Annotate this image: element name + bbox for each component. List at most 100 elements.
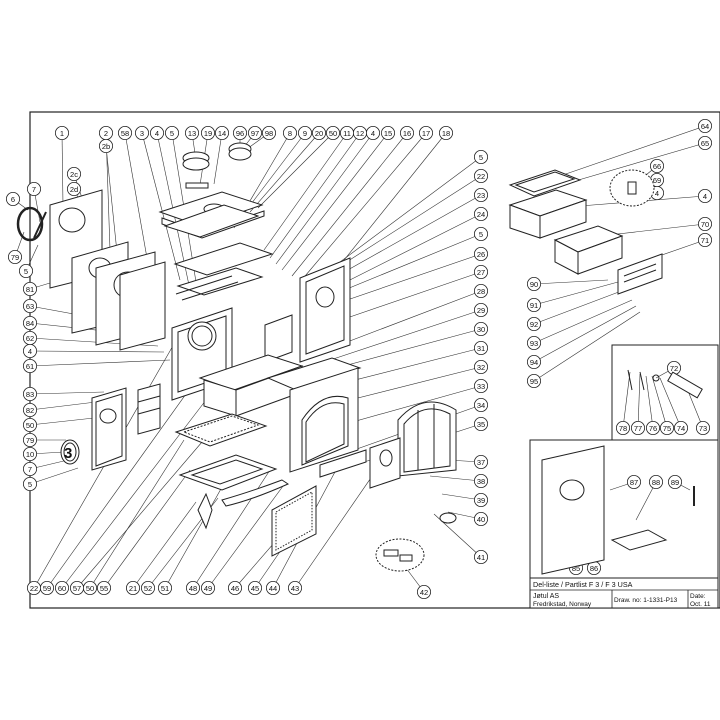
callout-circle xyxy=(265,581,280,596)
leader-line xyxy=(29,391,105,395)
leader-line xyxy=(533,281,619,306)
callout-number: 2c xyxy=(70,170,78,179)
callout-circle xyxy=(698,232,713,247)
rear-plate xyxy=(299,257,351,363)
callout-circle xyxy=(698,135,713,150)
callout-circle xyxy=(646,420,661,435)
callout-number: 5 xyxy=(479,153,483,162)
callout-number: 8 xyxy=(288,129,292,138)
callout-number: 30 xyxy=(477,325,485,334)
callout-circle xyxy=(473,397,488,412)
callout-circle xyxy=(200,126,215,141)
callout-number: 31 xyxy=(477,344,485,353)
leader-line xyxy=(659,377,682,429)
leader-line xyxy=(164,479,227,589)
callout-number: 29 xyxy=(477,306,485,315)
callout-circle xyxy=(473,264,488,279)
callout-circle xyxy=(473,283,488,298)
callout-number: 14 xyxy=(218,129,226,138)
callout-circle xyxy=(126,581,141,596)
callout-circle xyxy=(473,187,488,202)
callout-circle xyxy=(365,126,380,141)
callout-number: 39 xyxy=(477,496,485,505)
callout-circle xyxy=(698,119,713,134)
callout-circle xyxy=(227,581,242,596)
callout-number: 22 xyxy=(30,584,38,593)
callout-number: 4 xyxy=(371,129,375,138)
callout-circle xyxy=(200,581,215,596)
leader-line xyxy=(192,469,271,589)
callout-number: 90 xyxy=(530,280,538,289)
leader-line xyxy=(533,279,609,285)
callout-number: 4 xyxy=(28,347,32,356)
leader-line xyxy=(325,213,482,293)
callout-number: 73 xyxy=(699,424,707,433)
callout-number: 98 xyxy=(265,129,273,138)
callout-circle xyxy=(473,302,488,317)
callout-number: 71 xyxy=(701,236,709,245)
callout-circle xyxy=(399,126,414,141)
callout-number: 75 xyxy=(663,424,671,433)
leader-line xyxy=(207,481,287,589)
callout-circle xyxy=(473,512,488,527)
callout-number: 11 xyxy=(343,129,351,138)
leader-line xyxy=(213,132,223,185)
callout-number: 81 xyxy=(26,285,34,294)
leader-line xyxy=(429,475,482,482)
leader-line xyxy=(257,132,334,209)
callout-number: 57 xyxy=(73,584,81,593)
rear-panel-box xyxy=(529,439,719,579)
front-frame xyxy=(266,357,362,473)
callout-circle xyxy=(18,263,33,278)
callout-circle xyxy=(185,581,200,596)
callout-number: 97 xyxy=(251,129,259,138)
callout-number: 50 xyxy=(86,584,94,593)
callout-circle xyxy=(527,373,542,388)
callout-number: 2 xyxy=(104,129,108,138)
callout-number: 85 xyxy=(572,564,580,573)
leader-line xyxy=(105,145,119,263)
gasket-ring xyxy=(16,206,47,242)
callout-number: 74 xyxy=(677,424,685,433)
leader-line xyxy=(76,427,215,589)
callout-layer: 122b2c2d2e583451319149697988920501112415… xyxy=(6,119,713,600)
callout-circle xyxy=(184,126,199,141)
callout-number: 50 xyxy=(329,129,337,138)
main-door xyxy=(369,401,457,524)
ash-door-mesh xyxy=(271,485,317,557)
callout-circle xyxy=(473,246,488,261)
callout-number: 22 xyxy=(477,172,485,181)
callout-circle xyxy=(22,402,37,417)
partlist-title: Del-liste / Partlist F 3 / F 3 USA xyxy=(533,580,633,589)
date-label: Date: xyxy=(690,593,706,600)
callout-number: 26 xyxy=(477,250,485,259)
callout-number: 5 xyxy=(28,480,32,489)
callout-circle xyxy=(473,226,488,241)
callout-circle xyxy=(473,416,488,431)
callout-circle xyxy=(696,420,711,435)
callout-number: 48 xyxy=(189,584,197,593)
callout-number: 41 xyxy=(477,553,485,562)
callout-number: 60 xyxy=(58,584,66,593)
leader-line xyxy=(249,132,320,213)
callout-circle xyxy=(55,126,70,141)
callout-number: 84 xyxy=(26,319,34,328)
callout-circle xyxy=(22,281,37,296)
callout-number: 64 xyxy=(701,122,709,131)
callout-number: 5 xyxy=(170,129,174,138)
callout-circle xyxy=(22,461,37,476)
leader-line xyxy=(533,305,637,363)
warming-drawer xyxy=(508,169,663,295)
leader-line xyxy=(29,350,165,353)
callout-number: 77 xyxy=(634,424,642,433)
callout-number: 52 xyxy=(144,584,152,593)
leader-line xyxy=(46,379,197,589)
drawing-number: Draw. no: 1-1331-P13 xyxy=(614,597,678,604)
callout-circle xyxy=(473,206,488,221)
callout-number: 87 xyxy=(630,478,638,487)
callout-circle xyxy=(698,216,713,231)
leader-line xyxy=(651,375,668,429)
callout-circle xyxy=(232,126,247,141)
callout-circle xyxy=(416,585,431,600)
